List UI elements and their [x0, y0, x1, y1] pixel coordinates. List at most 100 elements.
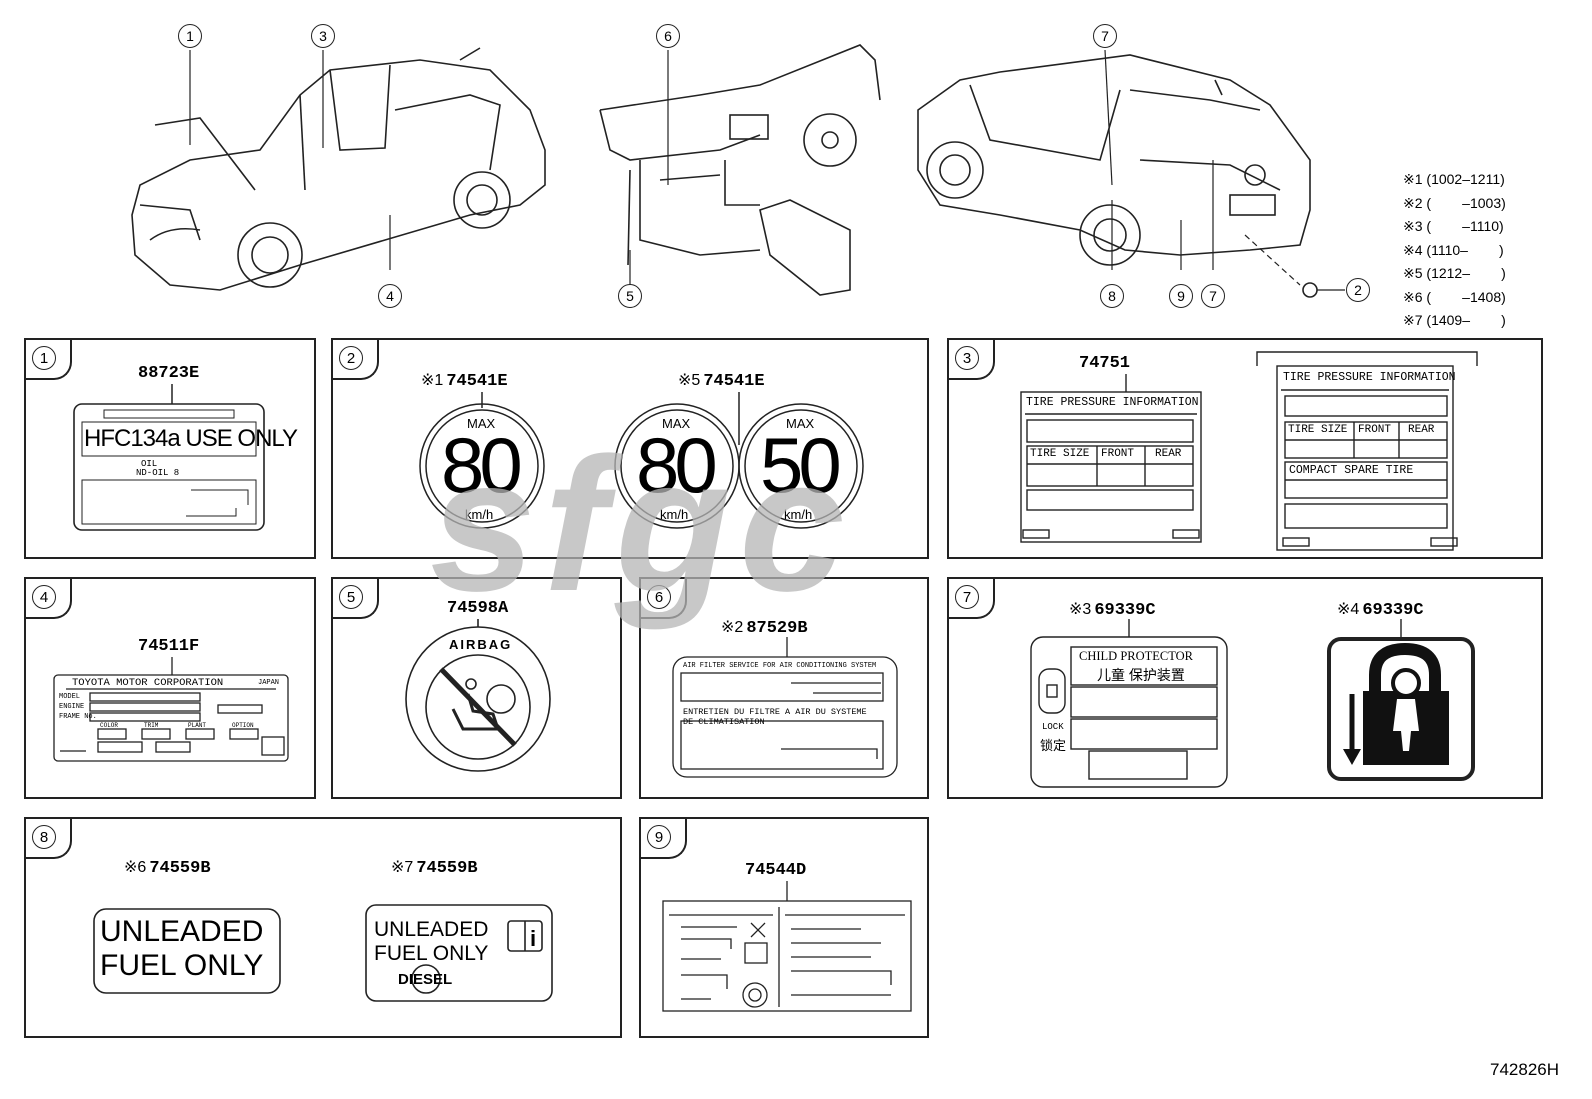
panel-number: 8 [32, 825, 56, 849]
legend-item: ※5 (1212– ) [1403, 265, 1506, 281]
air-filter-line2: ENTRETIEN DU FILTRE A AIR DU SYSTEME [683, 707, 867, 717]
lock-text: LOCK [1042, 722, 1064, 732]
maker-text: TOYOTA MOTOR CORPORATION [72, 677, 224, 689]
hfc-text: HFC134a USE ONLY [84, 425, 298, 452]
child-protector-labels [1030, 619, 1475, 788]
rear: REAR [1155, 448, 1182, 460]
panel-number-tab: 5 [333, 579, 379, 619]
unleaded-text-a: UNLEADED [100, 915, 264, 948]
speed-80-b: 80 [636, 421, 718, 509]
air-filter-line3: DE CLIMATISATION [683, 717, 765, 727]
fuel-only-text-a: FUEL ONLY [100, 949, 264, 982]
airbag-warning-icon [405, 619, 551, 772]
panel-number: 1 [32, 346, 56, 370]
speed-50: 50 [760, 421, 842, 509]
part-number: 74511F [138, 637, 200, 656]
callout-1: 1 [178, 24, 202, 48]
callout-9: 9 [1169, 284, 1193, 308]
kmh-label: km/h [465, 507, 494, 522]
legend-item: ※4 (1110– ) [1403, 241, 1504, 258]
panel-number-tab: 4 [26, 579, 72, 619]
callout-7-top: 7 [1093, 24, 1117, 48]
part-number: 74544D [745, 861, 807, 880]
part-code: 74559B [416, 859, 478, 878]
callout-4: 4 [378, 284, 402, 308]
child-lock-icon [1343, 642, 1449, 765]
air-filter-label [672, 637, 898, 778]
panel-number: 9 [647, 825, 671, 849]
callout-5: 5 [618, 284, 642, 308]
note-marker: ※1 [421, 372, 444, 389]
unleaded-text-b: UNLEADED [374, 918, 489, 941]
panel-5: 5 74598A AIRBAG [331, 577, 622, 799]
panel-number: 5 [339, 585, 363, 609]
diagram-id: 742826H [1490, 1060, 1560, 1079]
airbag-text: AIRBAG [449, 637, 513, 652]
part-code: 74559B [149, 859, 211, 878]
model-text: MODEL [59, 693, 81, 701]
rear-car-illustration [917, 54, 1311, 266]
callout-8: 8 [1100, 284, 1124, 308]
legend-item: ※1 (1002–1211) [1403, 171, 1505, 187]
callout-6: 6 [656, 24, 680, 48]
part-code: 74541E [703, 372, 765, 391]
compact-spare: COMPACT SPARE TIRE [1289, 464, 1414, 477]
callout-7-bottom: 7 [1201, 284, 1225, 308]
panel-number-tab: 8 [26, 819, 72, 859]
part-code: 87529B [746, 619, 808, 638]
panel-number: 2 [339, 346, 363, 370]
date-legend: ※1 (1002–1211) ※2 ( –1003) ※3 ( –1110) ※… [1403, 168, 1506, 333]
fuel-labels: i [93, 904, 553, 1002]
tpi-heading: TIRE PRESSURE INFORMATION [1283, 371, 1456, 384]
callout-3: 3 [311, 24, 335, 48]
tire-size: TIRE SIZE [1288, 424, 1348, 436]
panel-number: 4 [32, 585, 56, 609]
panel-number-tab: 9 [641, 819, 687, 859]
kmh-label: km/h [784, 507, 813, 522]
speed-limit-labels [419, 392, 864, 529]
max-label: MAX [467, 416, 496, 431]
panel-number: 6 [647, 585, 671, 609]
panel-number-tab: 2 [333, 340, 379, 380]
child-protector-cn: 儿童 保护装置 [1097, 667, 1185, 683]
part-code: 69339C [1094, 601, 1156, 620]
panel-3: 3 74751 TIRE PRESSURE INFORMATION TIRE [947, 338, 1543, 559]
note-marker: ※5 [678, 372, 701, 389]
japan-text: JAPAN [258, 679, 280, 687]
svg-text:i: i [530, 926, 536, 951]
legend-item: ※2 ( –1003) [1403, 194, 1506, 211]
part-code: 69339C [1362, 601, 1424, 620]
plant-text: PLANT [188, 722, 207, 729]
tire-size: TIRE SIZE [1030, 448, 1090, 460]
part-number: 88723E [138, 364, 200, 383]
note-marker: ※2 [721, 619, 744, 636]
callout-2: 2 [1346, 278, 1370, 302]
child-protector-text: CHILD PROTECTOR [1079, 649, 1194, 663]
warning-info-label [662, 881, 912, 1012]
vehicle-illustrations [131, 44, 1345, 298]
panel-9: 9 74544D [639, 817, 929, 1038]
kmh-label: km/h [660, 507, 689, 522]
panel-number-tab: 3 [949, 340, 995, 380]
panel-number: 7 [955, 585, 979, 609]
panel-4: 4 74511F TOYOTA MOTOR CORPORATION JAPAN … [24, 577, 316, 799]
part-number: 74751 [1079, 354, 1131, 373]
oil-text: OIL [141, 459, 158, 469]
air-filter-line1: AIR FILTER SERVICE FOR AIR CONDITIONING … [683, 662, 877, 670]
panel-1: 1 88723E HFC134a USE ONLY OIL ND-OIL 8 [24, 338, 316, 559]
legend-item: ※3 ( –1110) [1403, 218, 1504, 234]
diesel-text: DIESEL [398, 971, 453, 988]
color-text: COLOR [100, 722, 119, 729]
note-marker: ※4 [1337, 601, 1360, 618]
front-car-illustration [131, 47, 546, 291]
note-marker: ※6 [124, 859, 147, 876]
legend-item: ※7 (1409– ) [1403, 312, 1506, 328]
